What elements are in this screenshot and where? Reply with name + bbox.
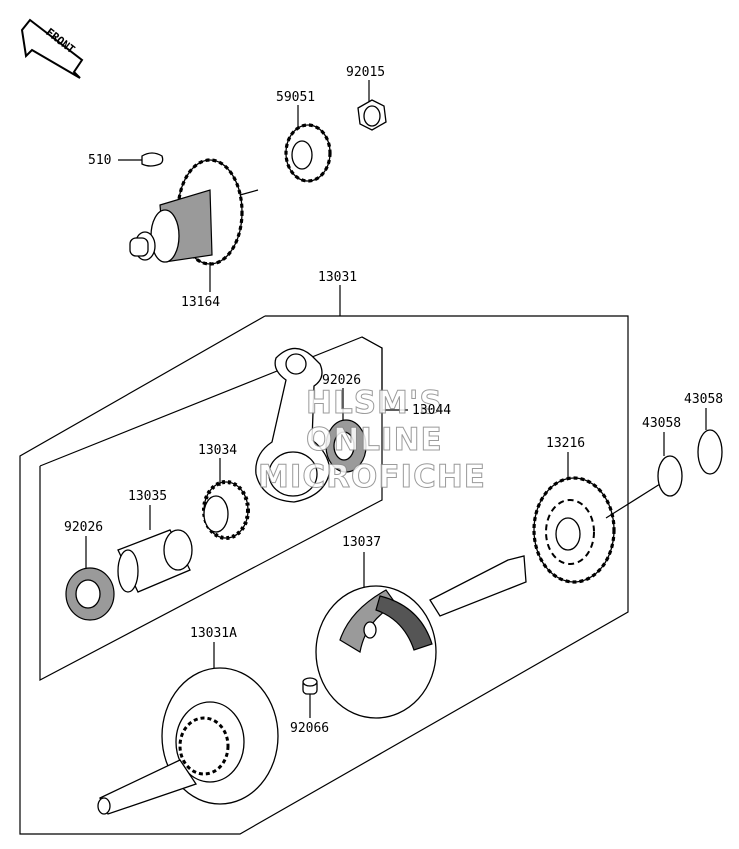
small-gear <box>284 123 332 183</box>
part-label-13031: 13031 <box>318 270 357 285</box>
oil-seal-b <box>697 429 723 475</box>
part-label-13164: 13164 <box>181 295 220 310</box>
watermark: HLSM'S ONLINE MICROFICHE <box>258 385 486 496</box>
oil-seal-a <box>657 455 683 497</box>
assembly-outline <box>19 315 629 835</box>
lower-thrust-washer <box>65 567 115 621</box>
part-label-92066: 92066 <box>290 721 329 736</box>
part-label-59051: 59051 <box>276 90 315 105</box>
watermark-line-2: ONLINE <box>306 422 443 458</box>
watermark-line-1: HLSM'S <box>306 385 443 421</box>
dowel-pin <box>302 677 318 695</box>
part-label-13034: 13034 <box>198 443 237 458</box>
part-label-92026-upper: 92026 <box>322 373 361 388</box>
crank-gear <box>532 476 616 584</box>
part-label-13035: 13035 <box>128 489 167 504</box>
balancer-shaft <box>129 158 259 266</box>
woodruff-key <box>141 152 164 167</box>
part-label-43058-a: 43058 <box>642 416 681 431</box>
part-label-43058-b: 43058 <box>684 392 723 407</box>
part-label-13044: 13044 <box>412 403 451 418</box>
flange-nut <box>357 99 387 131</box>
front-arrow-icon: FRONT <box>20 18 84 79</box>
left-crank-half <box>97 667 279 815</box>
part-label-92026-lower: 92026 <box>64 520 103 535</box>
crank-pin <box>117 529 193 593</box>
part-label-13216: 13216 <box>546 436 585 451</box>
part-label-13037: 13037 <box>342 535 381 550</box>
right-crank-half <box>315 555 527 719</box>
part-label-92015: 92015 <box>346 65 385 80</box>
part-label-13031a: 13031A <box>190 626 237 641</box>
upper-thrust-washer <box>325 419 367 473</box>
connecting-rod <box>255 347 331 503</box>
needle-bearing <box>202 480 250 540</box>
watermark-line-3: MICROFICHE <box>258 459 486 495</box>
part-label-510: 510 <box>88 153 111 168</box>
